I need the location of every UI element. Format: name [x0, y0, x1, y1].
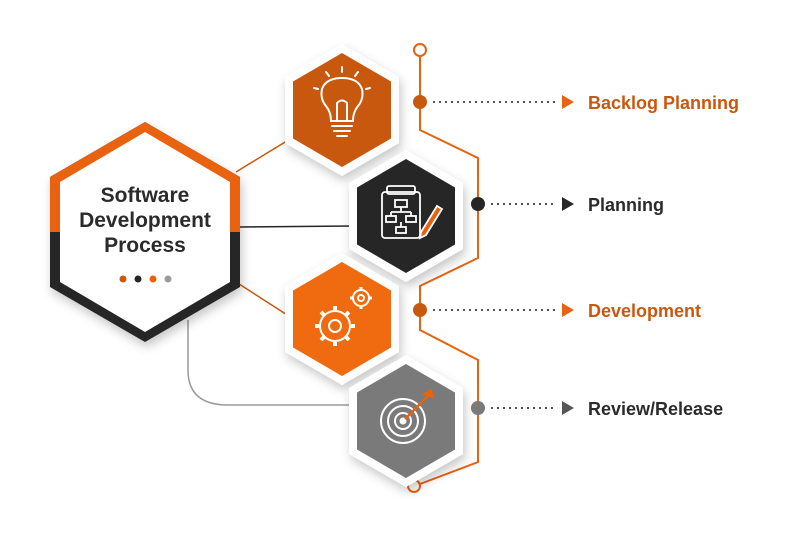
step-hexagon-development	[285, 253, 399, 385]
center-title-line-3: Process	[104, 234, 186, 257]
step-hexagon-backlog-planning	[285, 44, 399, 176]
step-hexagon-review-release	[349, 355, 463, 487]
indicator-dot	[164, 275, 172, 283]
indicator-dot	[149, 275, 157, 283]
link-line-planning	[237, 225, 353, 228]
link-line-review	[187, 320, 350, 406]
orange-connector-line	[419, 56, 479, 485]
lightbulb-icon	[313, 66, 371, 137]
step-label-backlog-planning: Backlog Planning	[588, 93, 739, 113]
step-label-review-release: Review/Release	[588, 399, 723, 419]
center-title-line-1: Software	[101, 184, 190, 207]
step-label-planning: Planning	[588, 195, 664, 215]
indicator-dot	[134, 275, 142, 283]
center-title-line-2: Development	[79, 209, 211, 232]
row-connector-planning	[471, 197, 574, 211]
row-connector-review	[471, 401, 574, 415]
step-label-development: Development	[588, 301, 701, 321]
top-connector-ring	[413, 43, 427, 57]
gears-icon	[315, 287, 372, 346]
row-connector-backlog	[413, 95, 574, 109]
flowchart-clipboard-icon	[381, 185, 444, 240]
target-arrow-icon	[380, 388, 435, 444]
indicator-dot	[119, 275, 127, 283]
center-hexagon: Software Development Process	[50, 122, 240, 342]
step-hexagon-planning	[349, 150, 463, 282]
row-connector-development	[413, 303, 574, 317]
